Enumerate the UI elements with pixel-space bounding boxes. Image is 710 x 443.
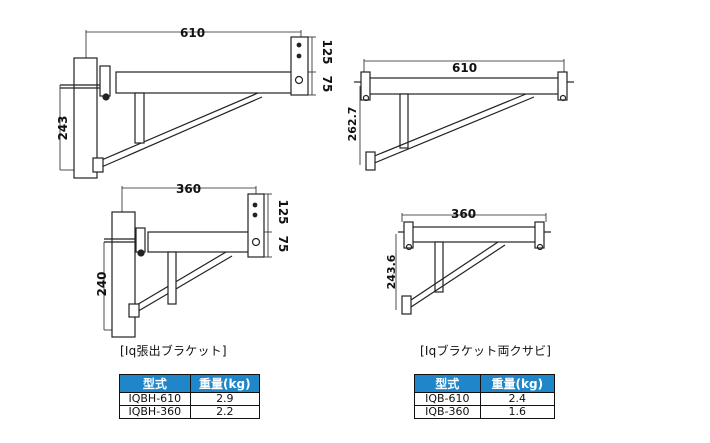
table-row: IQB-360 1.6: [414, 405, 556, 419]
table-row: IQBH-360 2.2: [119, 405, 261, 419]
spec-table-right: 型式 重量(kg) IQB-610 2.4 IQB-360 1.6: [414, 374, 556, 419]
coupler: [135, 227, 146, 253]
spec-table-left: 型式 重量(kg) IQBH-610 2.9 IQBH-360 2.2: [119, 374, 261, 419]
drawing-iqbh-360: [103, 186, 272, 338]
diagonal-brace: [371, 93, 527, 158]
horizontal-arm: [367, 77, 561, 95]
diagonal-brace: [134, 251, 227, 307]
table-header-row: 型式 重量(kg): [119, 374, 261, 393]
diagonal-brace: [407, 241, 499, 303]
diagonal-brace: [96, 92, 259, 163]
vertical-strut: [434, 241, 444, 293]
vertical-strut: [167, 251, 177, 305]
vertical-strut: [134, 92, 145, 144]
drawing-iqb-610: [354, 59, 574, 171]
drawing-iqb-360: [395, 213, 551, 315]
cell-model: IQBH-610: [119, 392, 191, 406]
dim-top-2: 125: [276, 199, 290, 224]
dim-width-2: 360: [176, 182, 201, 196]
header-weight: 重量(kg): [189, 374, 261, 393]
cell-model: IQB-610: [414, 392, 481, 406]
horizontal-arm: [115, 71, 303, 94]
dim-height-2: 240: [95, 271, 109, 296]
cell-weight: 2.2: [189, 405, 261, 419]
dim-width-3: 610: [452, 61, 477, 75]
header-model: 型式: [119, 374, 191, 393]
dim-height-4: 243.6: [385, 254, 398, 289]
vertical-strut: [399, 93, 409, 149]
cell-weight: 2.9: [189, 392, 261, 406]
header-weight: 重量(kg): [479, 374, 556, 393]
dim-bottom-2: 75: [276, 236, 290, 253]
horizontal-arm: [411, 226, 537, 243]
cell-model: IQBH-360: [119, 405, 191, 419]
dim-top-1: 125: [320, 39, 334, 64]
dim-width-4: 360: [451, 207, 476, 221]
cell-weight: 1.6: [479, 405, 556, 419]
caption-left-product: [Iq張出ブラケット]: [120, 344, 227, 358]
dim-height-3: 262.7: [346, 107, 359, 142]
vertical-post: [111, 211, 136, 338]
drawing-iqbh-610: [59, 30, 316, 179]
caption-right-product: [Iqブラケット両クサビ]: [420, 344, 552, 358]
table-row: IQB-610 2.4: [414, 392, 556, 406]
dim-width-1: 610: [180, 26, 205, 40]
cell-model: IQB-360: [414, 405, 481, 419]
wedge-left: [403, 221, 414, 249]
table-row: IQBH-610 2.9: [119, 392, 261, 406]
wedge-right: [534, 221, 545, 249]
dim-bottom-1: 75: [320, 76, 334, 93]
cell-weight: 2.4: [479, 392, 556, 406]
dim-height-1: 243: [56, 115, 70, 140]
horizontal-arm: [147, 231, 254, 253]
header-model: 型式: [414, 374, 481, 393]
coupler: [99, 65, 111, 97]
table-header-row: 型式 重量(kg): [414, 374, 556, 393]
